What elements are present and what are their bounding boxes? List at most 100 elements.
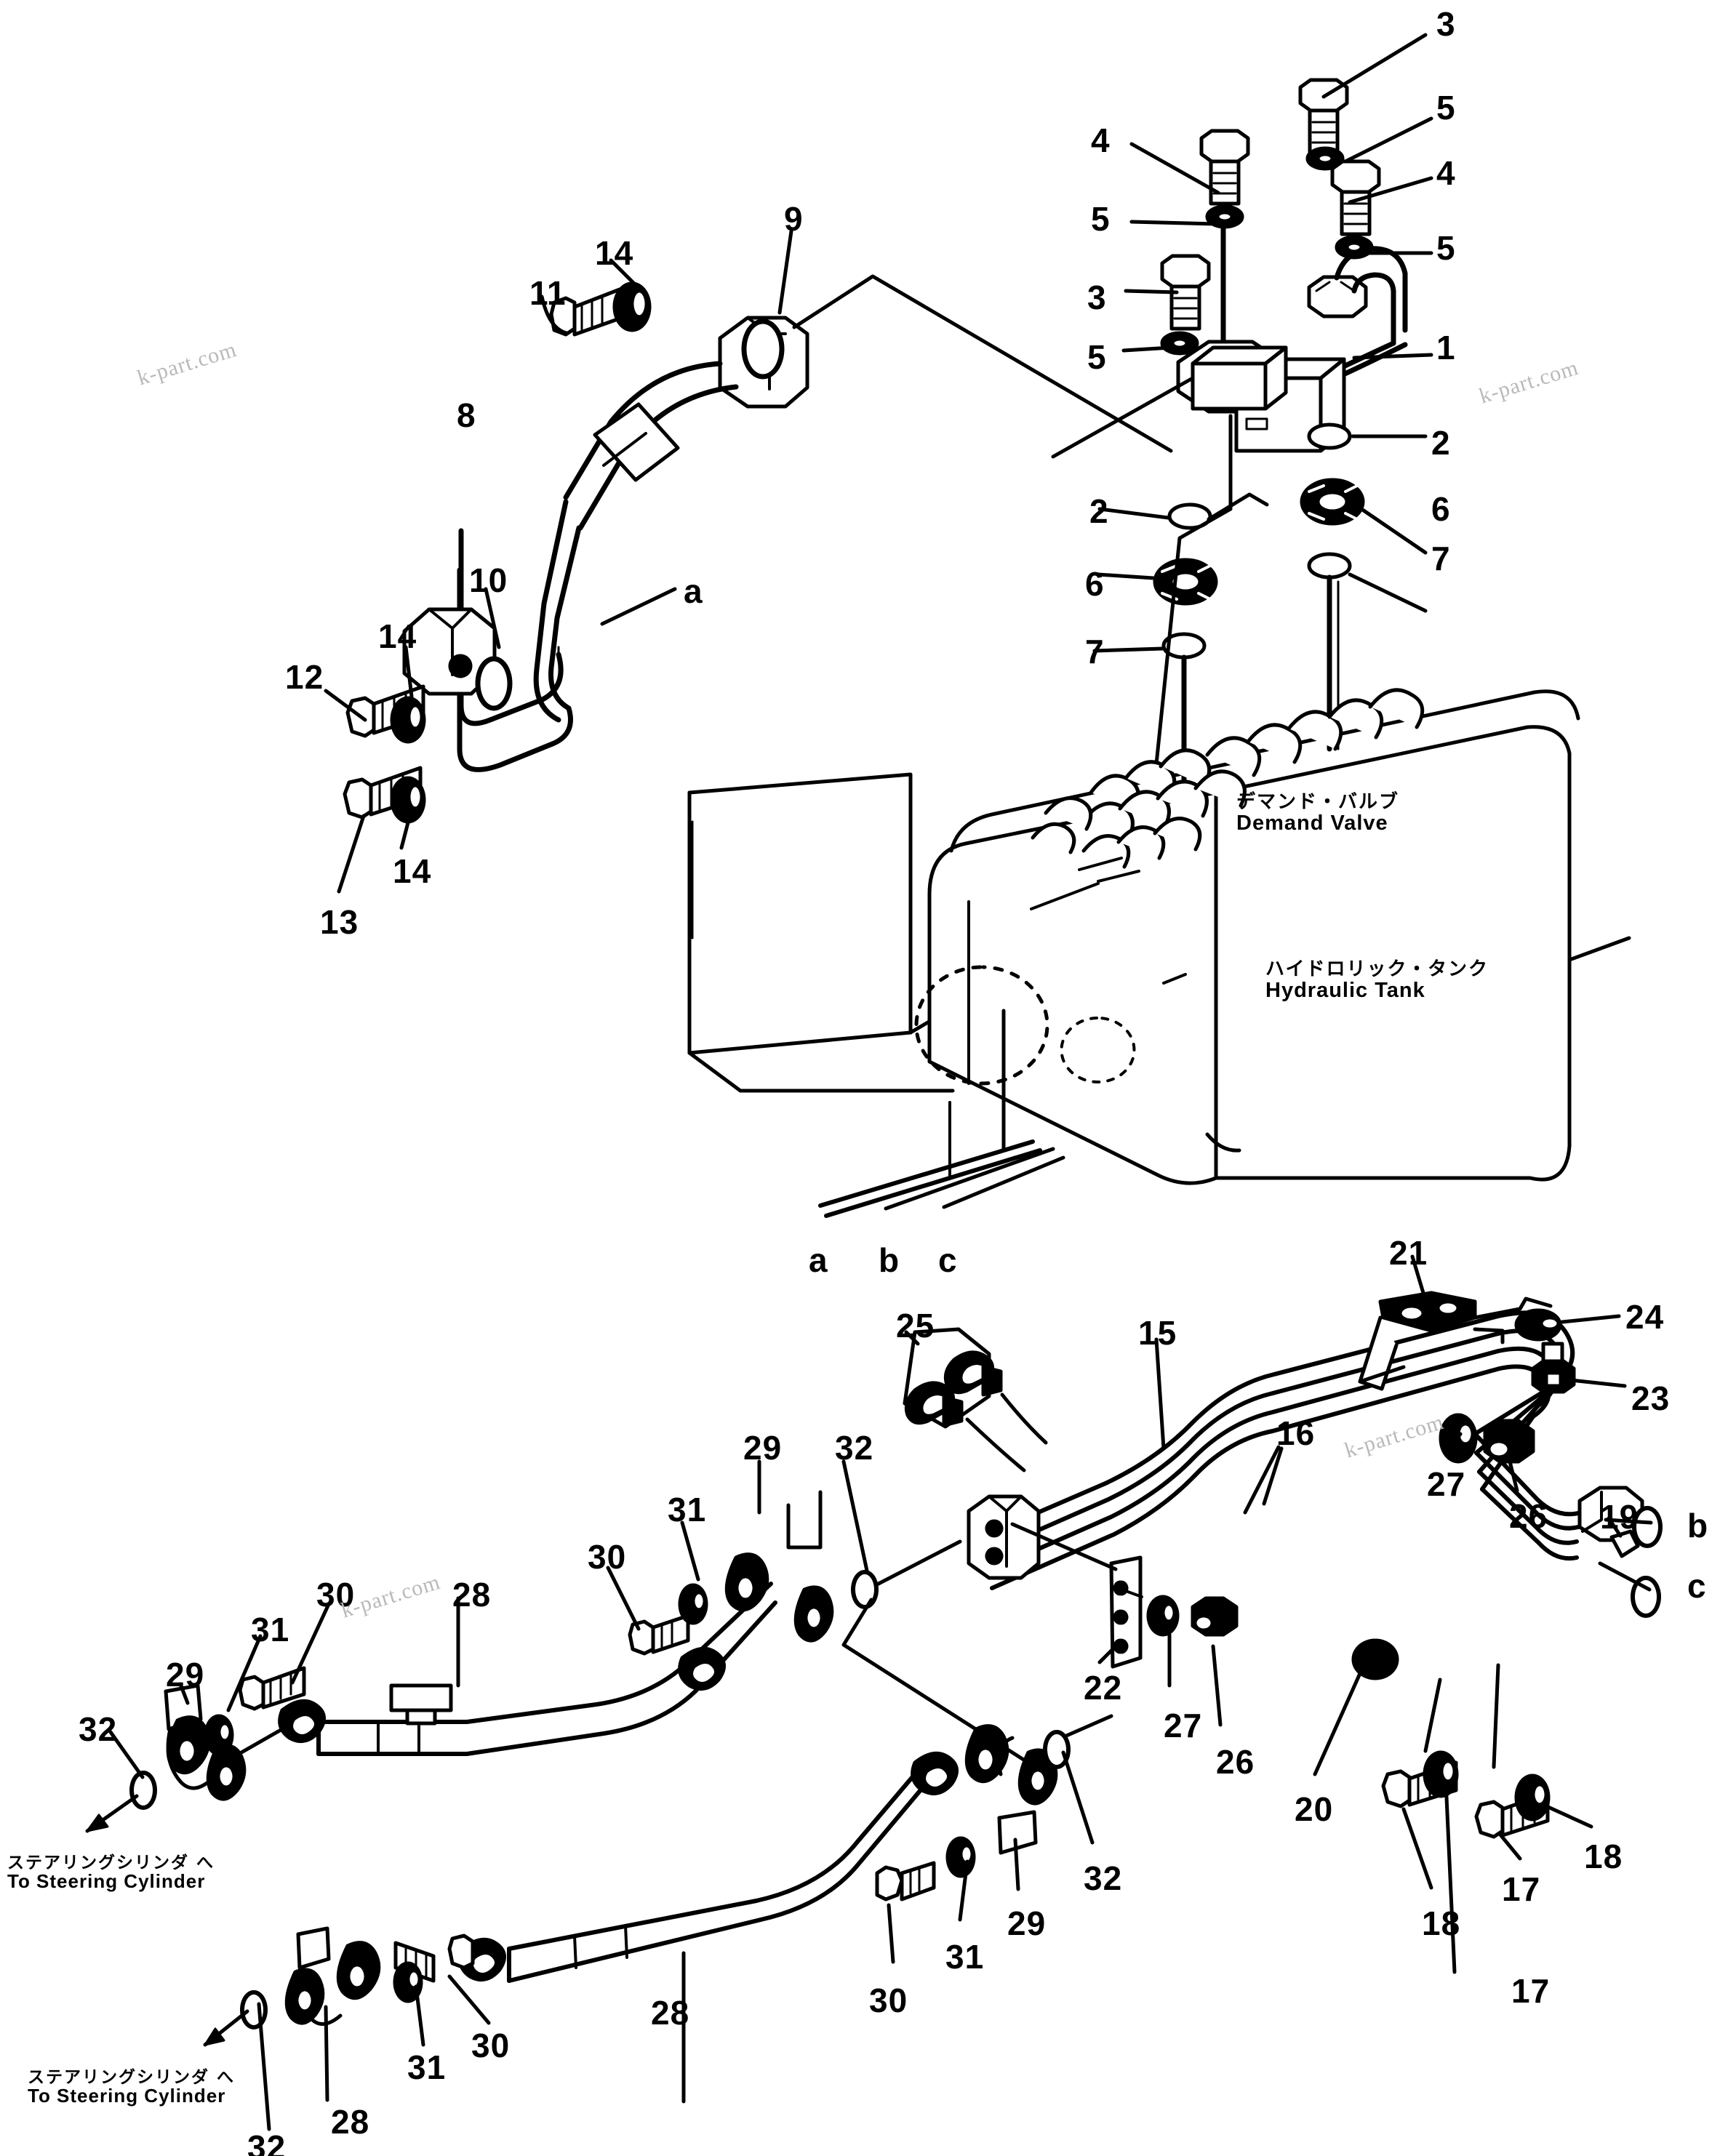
split-flange bbox=[724, 1552, 769, 1612]
label-jp: ステアリングシリンダ へ bbox=[28, 2068, 236, 2087]
callout-11: 11 bbox=[529, 274, 567, 312]
callout-2: 2 bbox=[1431, 424, 1451, 462]
label-jp: ハイドロリック・タンク bbox=[1265, 958, 1489, 980]
split-flange bbox=[793, 1585, 834, 1643]
o-ring-icon bbox=[129, 1771, 157, 1810]
callout-27: 27 bbox=[1427, 1465, 1466, 1503]
o-ring-icon bbox=[1043, 1730, 1071, 1769]
lock-washer-icon bbox=[393, 1961, 423, 2003]
hose-fitting bbox=[904, 1381, 964, 1427]
callout-24: 24 bbox=[1625, 1298, 1665, 1336]
callout-19: 19 bbox=[1600, 1498, 1639, 1536]
callout-b: b bbox=[879, 1241, 900, 1279]
label-jp: ステアリングシリンダ へ bbox=[7, 1854, 215, 1872]
washer-icon bbox=[1161, 632, 1207, 660]
callout-14: 14 bbox=[595, 234, 634, 272]
callout-17: 17 bbox=[1502, 1870, 1541, 1908]
callout-4: 4 bbox=[1436, 154, 1456, 192]
callout-6: 6 bbox=[1085, 565, 1105, 603]
callout-8: 8 bbox=[457, 396, 476, 434]
callout-a: a bbox=[684, 572, 703, 610]
callout-6: 6 bbox=[1431, 490, 1451, 528]
small-bracket bbox=[1609, 1529, 1640, 1558]
lock-washer-icon bbox=[612, 281, 652, 332]
union-fitting bbox=[402, 607, 497, 696]
callout-32: 32 bbox=[1084, 1859, 1123, 1897]
lock-washer-icon bbox=[945, 1836, 976, 1878]
demand-valve bbox=[1031, 688, 1425, 883]
valve-block bbox=[1176, 340, 1346, 453]
callout-10: 10 bbox=[469, 561, 508, 599]
label-jp: デマンド・バルブ bbox=[1236, 791, 1400, 813]
callout-26: 26 bbox=[1509, 1497, 1548, 1535]
callout-27: 27 bbox=[1164, 1707, 1203, 1744]
callout-7: 7 bbox=[1431, 540, 1451, 577]
gasket-icon bbox=[1153, 558, 1218, 606]
callout-28: 28 bbox=[331, 2103, 370, 2141]
lock-washer-icon bbox=[390, 696, 426, 744]
callout-25: 25 bbox=[896, 1307, 935, 1345]
callout-c: c bbox=[1687, 1567, 1707, 1605]
callout-18: 18 bbox=[1422, 1904, 1461, 1942]
washer-icon bbox=[1307, 422, 1352, 450]
callout-29: 29 bbox=[166, 1656, 205, 1694]
label-en: To Steering Cylinder bbox=[28, 2085, 226, 2107]
split-flange bbox=[284, 1968, 325, 2025]
o-ring-icon bbox=[1632, 1506, 1663, 1548]
callout-1: 1 bbox=[1436, 329, 1456, 366]
lock-washer-icon bbox=[390, 776, 426, 824]
bolt-icon bbox=[1199, 129, 1250, 206]
tube-sleeve bbox=[593, 402, 680, 482]
washer-icon bbox=[1307, 552, 1352, 580]
callout-b: b bbox=[1687, 1507, 1709, 1544]
callout-32: 32 bbox=[247, 2128, 287, 2156]
callout-28: 28 bbox=[651, 1994, 690, 2032]
o-ring-icon bbox=[475, 656, 513, 711]
split-flange bbox=[166, 1715, 211, 1775]
callout-14: 14 bbox=[378, 617, 417, 655]
bolt-icon bbox=[393, 1933, 475, 1983]
callout-3: 3 bbox=[1087, 278, 1107, 316]
nut-icon bbox=[1483, 1419, 1535, 1464]
washer-icon bbox=[1514, 1308, 1562, 1342]
label-en: To Steering Cylinder bbox=[7, 1870, 206, 1893]
lock-washer-icon bbox=[678, 1583, 708, 1625]
clamp-plate bbox=[996, 1736, 1038, 1855]
callout-30: 30 bbox=[471, 2027, 511, 2064]
callout-9: 9 bbox=[784, 200, 804, 238]
callout-2: 2 bbox=[1089, 492, 1109, 530]
washer-icon bbox=[1514, 1774, 1551, 1822]
tube-support bbox=[389, 1683, 453, 1726]
callout-21: 21 bbox=[1389, 1234, 1428, 1272]
hose-fitting bbox=[943, 1350, 1003, 1397]
callout-4: 4 bbox=[1091, 121, 1111, 159]
tube-nut bbox=[678, 1646, 726, 1691]
callout-13: 13 bbox=[320, 903, 359, 941]
callout-32: 32 bbox=[79, 1710, 118, 1748]
tube-nut bbox=[911, 1751, 959, 1795]
label-en: Hydraulic Tank bbox=[1265, 979, 1425, 1003]
label-en: Demand Valve bbox=[1236, 811, 1388, 835]
clamp-plate bbox=[786, 1490, 823, 1550]
callout-3: 3 bbox=[1436, 5, 1456, 43]
tank-body bbox=[927, 689, 1631, 1185]
callout-23: 23 bbox=[1631, 1379, 1671, 1417]
callout-5: 5 bbox=[1436, 89, 1456, 127]
o-ring-icon bbox=[741, 318, 785, 380]
mount-bracket bbox=[1109, 1555, 1143, 1669]
bolt-icon bbox=[1298, 78, 1349, 155]
callout-5: 5 bbox=[1091, 200, 1111, 238]
callout-32: 32 bbox=[835, 1429, 874, 1467]
callout-31: 31 bbox=[407, 2048, 447, 2086]
tube-nut bbox=[278, 1699, 326, 1743]
callout-12: 12 bbox=[285, 658, 324, 696]
bolt-icon bbox=[1160, 254, 1211, 331]
callout-30: 30 bbox=[869, 1981, 908, 2019]
callout-20: 20 bbox=[1295, 1790, 1334, 1828]
callout-c: c bbox=[938, 1241, 958, 1279]
callout-14: 14 bbox=[393, 852, 432, 890]
callout-18: 18 bbox=[1584, 1838, 1623, 1875]
callout-22: 22 bbox=[1084, 1669, 1123, 1707]
nut-icon bbox=[1191, 1596, 1239, 1637]
